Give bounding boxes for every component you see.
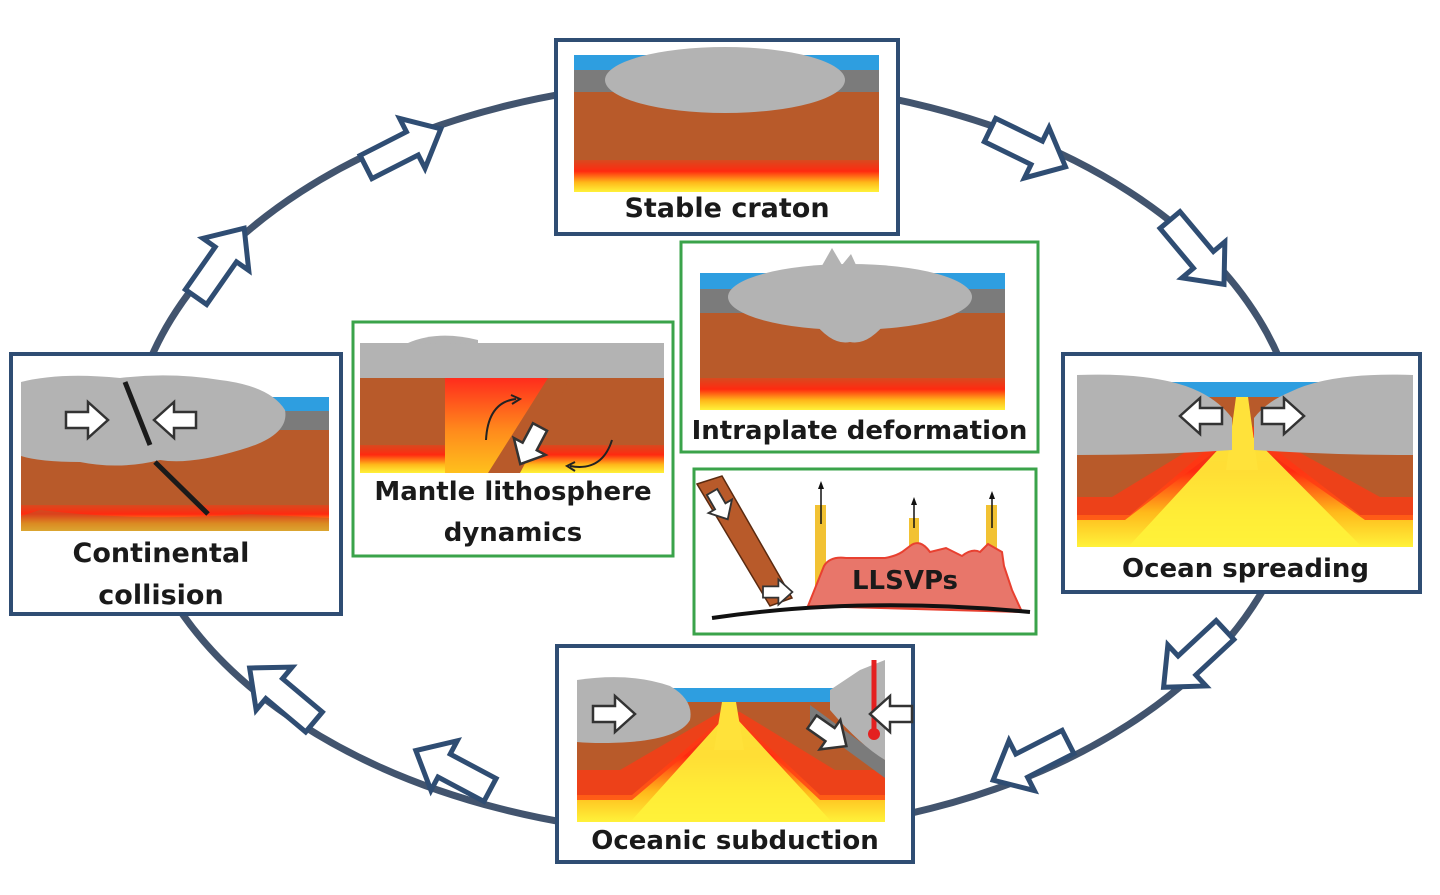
label-stable-craton: Stable craton <box>624 193 830 224</box>
label-continental-collision-line1: Continental <box>72 538 250 569</box>
panel-mantle-lithosphere-dynamics <box>351 320 675 558</box>
cycle-arrow-1 <box>353 104 453 192</box>
label-mantle-lithosphere-line2: dynamics <box>443 518 583 548</box>
label-mantle-lithosphere-line1: Mantle lithosphere <box>374 477 652 507</box>
llsvp-shape <box>806 542 1024 614</box>
cycle-arrow-8 <box>232 647 332 744</box>
panel-oceanic-subduction <box>555 644 915 864</box>
panel-ocean-spreading <box>1061 352 1422 594</box>
label-oceanic-subduction: Oceanic subduction <box>591 826 879 856</box>
label-intraplate-deformation: Intraplate deformation <box>691 416 1028 446</box>
panel-continental-collision <box>9 352 343 616</box>
label-ocean-spreading: Ocean spreading <box>1122 554 1369 584</box>
cycle-arrow-3 <box>978 105 1078 192</box>
plume-2 <box>909 518 919 563</box>
label-llsvps: LLSVPs <box>851 566 959 596</box>
panel-llsvps <box>692 467 1038 636</box>
cycle-arrow-7 <box>403 726 503 815</box>
panel-intraplate-deformation <box>679 240 1040 454</box>
label-continental-collision-line2: collision <box>98 580 224 611</box>
plume-1 <box>815 505 826 605</box>
cycle-arrow-5 <box>1144 610 1244 708</box>
panel-stable-craton <box>554 38 900 236</box>
craton-shape <box>605 47 845 113</box>
plume-3 <box>986 505 997 565</box>
